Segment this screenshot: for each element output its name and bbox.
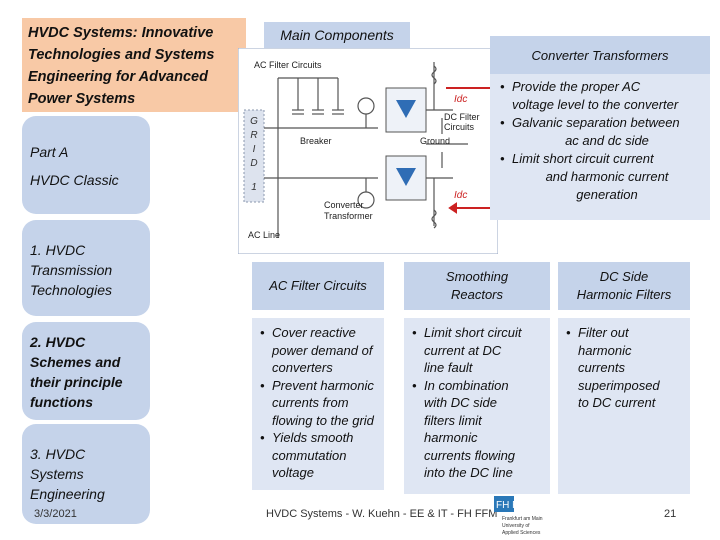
section-line: Systems [30, 466, 84, 482]
bullet-line: Limit short circuit [424, 325, 522, 340]
sm-bullet: Limit short circuit current at DC line f… [412, 324, 544, 377]
grid-letter: I [253, 144, 256, 155]
bullet-line: In combination [424, 377, 509, 393]
title-line: Power Systems [28, 91, 136, 107]
header-text: Reactors [450, 287, 504, 302]
label-dc-filter: DC Filter [444, 112, 480, 122]
grid-letter: R [250, 130, 257, 141]
section-line: 2. HVDC [30, 334, 86, 350]
bullet-line: to DC current [578, 395, 656, 410]
bullet-line: commutation [272, 447, 347, 463]
ac-bullet: Yields smooth commutation voltage [260, 429, 378, 482]
logo-sub: Applied Sciences [502, 530, 541, 536]
ac-filter-header: AC Filter Circuits [252, 262, 384, 310]
section-line: 1. HVDC [30, 242, 86, 258]
part-subtitle: HVDC Classic [30, 172, 119, 188]
bullet-line: currents from [272, 395, 349, 410]
label-converter-transformer: Converter [324, 200, 364, 210]
bullet-line: Filter out [578, 325, 629, 340]
section-line: Transmission [30, 262, 113, 278]
bullet-line: Yields smooth [272, 430, 354, 445]
slide-footer: HVDC Systems - W. Kuehn - EE & IT - FH F… [266, 508, 498, 520]
label-idc-bottom: Idc [454, 190, 467, 201]
sidebar-part-a[interactable]: Part A HVDC Classic [22, 116, 150, 214]
converter-transformers-header: Converter Transformers [490, 36, 710, 76]
bullet-line: Cover reactive [272, 325, 356, 340]
dc-bullet: Filter out harmonic currents superimpose… [566, 324, 684, 412]
bullet-line: currents flowing [424, 447, 516, 463]
bullet-line: filters limit [424, 412, 482, 428]
ct-bullet: Provide the proper AC voltage level to t… [500, 78, 702, 114]
grid-letter: D [250, 158, 257, 169]
title-line: Technologies and Systems [28, 47, 215, 63]
bullet-line: Limit short circuit current [512, 151, 654, 166]
logo-text: FH FFM [496, 500, 533, 511]
converter-transformers-body: Provide the proper AC voltage level to t… [490, 74, 710, 220]
bullet-line: currents [578, 360, 625, 375]
bullet-line: into the DC line [424, 465, 513, 480]
title-line: HVDC Systems: Innovative [28, 25, 214, 41]
bullet-line: line fault [424, 360, 473, 375]
bullet-line: and harmonic current [545, 169, 669, 184]
main-components-label: Main Components [264, 22, 410, 48]
header-text: AC Filter Circuits [269, 278, 367, 293]
page-number: 21 [664, 508, 677, 520]
slide-title: HVDC Systems: Innovative Technologies an… [22, 18, 246, 112]
part-label: Part A [30, 144, 69, 160]
label-ground: Ground [420, 136, 450, 146]
bullet-line: voltage [272, 465, 314, 480]
dc-side-filters-body: Filter out harmonic currents superimpose… [558, 318, 690, 494]
slide-date: 3/3/2021 [34, 508, 77, 520]
ct-bullet: Limit short circuit current and harmonic… [500, 150, 702, 204]
bullet-line: converters [272, 360, 333, 375]
bullet-line: Provide the proper AC [512, 79, 641, 94]
section-line: their principle [30, 374, 123, 390]
bullet-line: current at DC [424, 342, 502, 358]
sm-bullet: In combination with DC side filters limi… [412, 377, 544, 482]
label-breaker: Breaker [300, 136, 332, 146]
ct-bullet: Galvanic separation between ac and dc si… [500, 114, 702, 150]
bullet-line: generation [576, 187, 638, 202]
bullet-line: harmonic [578, 342, 632, 358]
ac-bullet: Prevent harmonic currents from flowing t… [260, 377, 378, 430]
bullet-line: ac and dc side [565, 133, 649, 148]
logo-sub: Frankfurt am Main [502, 516, 543, 522]
label-idc-top: Idc [454, 94, 467, 105]
smoothing-reactors-body: Limit short circuit current at DC line f… [404, 318, 550, 494]
fh-ffm-logo: FH FFM Frankfurt am Main University of A… [494, 496, 543, 536]
grid-letter: 1 [251, 182, 257, 193]
bullet-line: flowing to the grid [272, 412, 374, 428]
label-dc-filter: Circuits [444, 122, 475, 132]
bullet-line: Galvanic separation between [512, 115, 680, 130]
logo-sub: University of [502, 523, 530, 529]
header-text: Smoothing [445, 269, 509, 284]
bullet-line: with DC side [424, 395, 497, 410]
sidebar-section-3[interactable]: 3. HVDC Systems Engineering [22, 424, 150, 524]
title-line: Engineering for Advanced [28, 69, 208, 85]
dc-side-filters-header: DC Side Harmonic Filters [558, 262, 690, 310]
ac-filter-body: Cover reactive power demand of converter… [252, 318, 384, 490]
bullet-line: superimposed [578, 377, 660, 393]
header-text: DC Side [599, 269, 649, 284]
ac-bullet: Cover reactive power demand of converter… [260, 324, 378, 377]
section-line: Schemes and [30, 354, 121, 370]
bullet-line: Prevent harmonic [272, 377, 374, 393]
hvdc-schematic-diagram: G R I D 1 AC Filter Circuits Break [238, 48, 498, 254]
smoothing-reactors-header: Smoothing Reactors [404, 262, 550, 310]
label-ac-filter: AC Filter Circuits [254, 60, 322, 70]
header-text: Harmonic Filters [576, 287, 672, 302]
label-converter-transformer: Transformer [324, 211, 373, 221]
section-line: Engineering [30, 486, 105, 502]
bullet-line: harmonic [424, 430, 478, 445]
grid-letter: G [250, 116, 258, 127]
bullet-line: voltage level to the converter [512, 97, 679, 112]
section-line: Technologies [30, 282, 112, 298]
sidebar-section-1[interactable]: 1. HVDC Transmission Technologies [22, 220, 150, 316]
section-line: functions [30, 394, 93, 410]
section-line: 3. HVDC [30, 446, 86, 462]
bullet-line: power demand of [272, 342, 373, 358]
sidebar-section-2[interactable]: 2. HVDC Schemes and their principle func… [22, 322, 150, 420]
label-ac-line: AC Line [248, 230, 280, 240]
